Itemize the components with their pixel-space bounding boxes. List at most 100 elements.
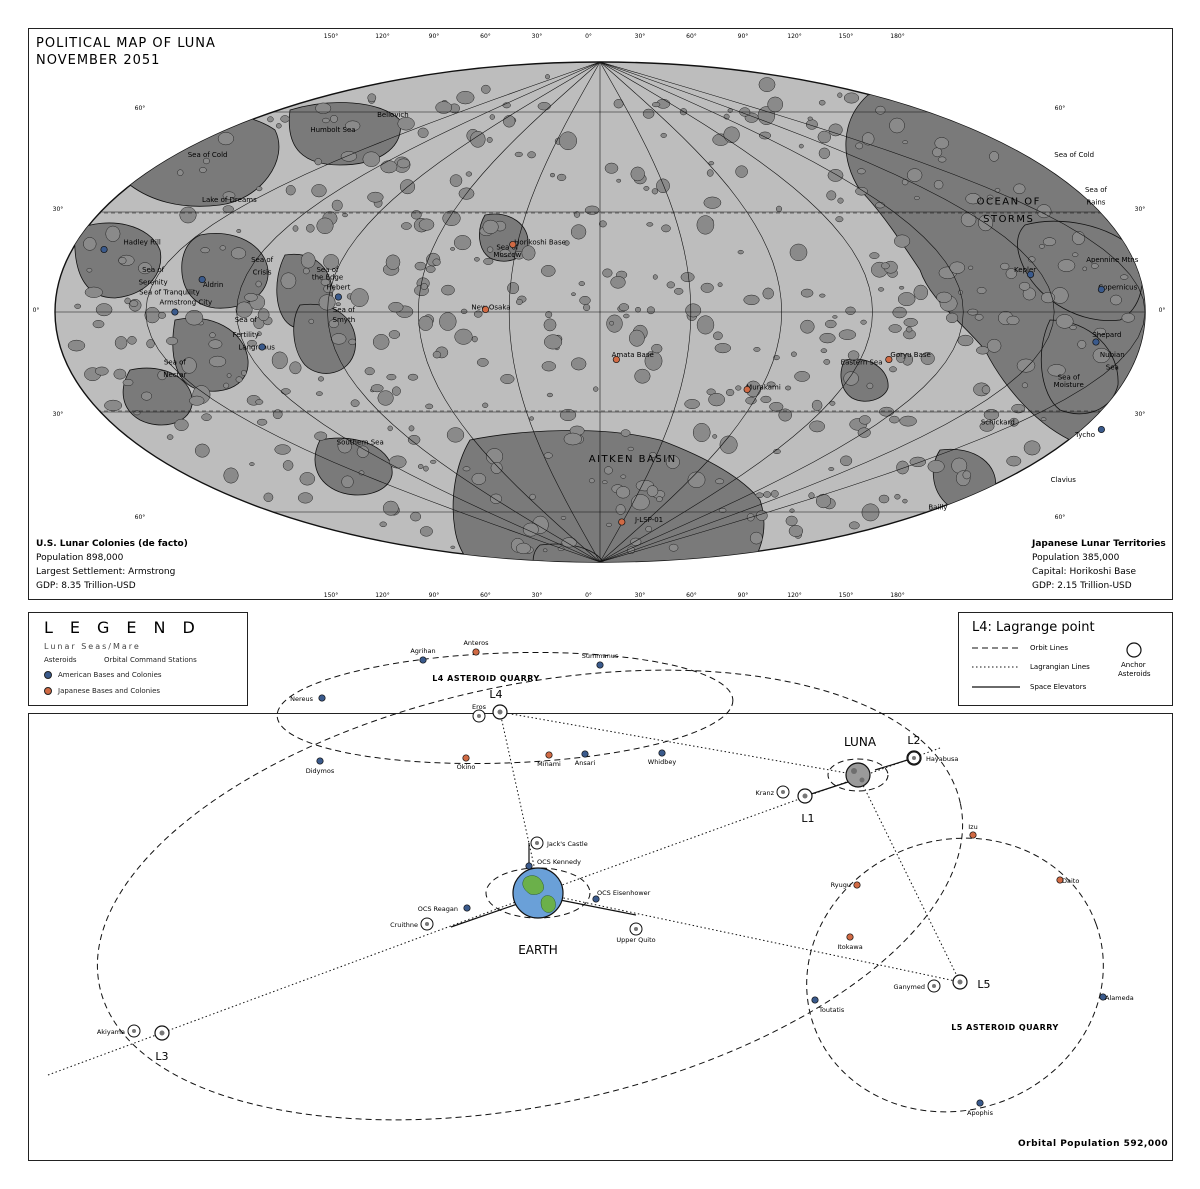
longitude-label-top: 150°: [324, 33, 338, 40]
crater: [616, 486, 631, 499]
crater: [859, 415, 871, 425]
latitude-label-left: 0°: [33, 307, 40, 314]
crater: [818, 147, 831, 159]
crater: [623, 313, 630, 319]
region-label: Sea of Tranquility: [139, 289, 200, 297]
crater: [656, 496, 663, 503]
crater: [706, 169, 714, 177]
crater: [660, 132, 667, 138]
crater: [222, 205, 234, 213]
crater: [789, 243, 808, 262]
crater: [979, 420, 995, 432]
crater: [483, 257, 494, 265]
jp-base-marker: [612, 355, 620, 364]
crater: [763, 491, 772, 498]
crater: [300, 252, 316, 269]
crater: [896, 352, 906, 363]
crater: [828, 467, 835, 471]
crater: [315, 102, 332, 114]
us-base-marker: [258, 343, 266, 351]
crater: [913, 195, 920, 201]
crater: [1057, 259, 1076, 272]
crater: [714, 343, 731, 354]
longitude-label-bottom: 30°: [635, 592, 646, 599]
crater: [609, 320, 614, 326]
crater: [857, 168, 866, 175]
crater: [696, 315, 715, 335]
crater: [282, 460, 294, 471]
crater: [322, 117, 330, 124]
asteroid-label: Daito: [1062, 877, 1079, 885]
region-label: Shepard: [1092, 331, 1121, 339]
crater: [987, 338, 1002, 353]
crater: [356, 445, 370, 458]
crater: [708, 392, 725, 407]
crater: [323, 254, 340, 270]
crater: [529, 416, 534, 421]
crater: [541, 265, 556, 277]
crater: [430, 459, 437, 464]
region-label: the Edge: [312, 274, 343, 282]
asteroid-label: Itokawa: [837, 943, 862, 951]
crater: [179, 206, 197, 224]
crater: [223, 382, 230, 389]
asteroid-label: Hayabusa: [926, 755, 958, 763]
orbital-population: Orbital Population 592,000: [1018, 1139, 1169, 1149]
lagrange-legend-title: L4: Lagrange point: [972, 620, 1095, 635]
crater: [837, 92, 843, 98]
crater: [976, 287, 987, 294]
crater: [330, 333, 347, 345]
crater: [474, 257, 480, 262]
crater: [696, 215, 715, 235]
longitude-label-top: 90°: [429, 33, 440, 40]
crater: [661, 224, 671, 233]
crater: [845, 306, 856, 315]
anchor-asteroid-core: [932, 984, 936, 988]
crater: [74, 303, 82, 309]
crater: [913, 284, 929, 301]
region-label: Amata Base: [612, 351, 654, 359]
crater: [280, 272, 297, 289]
latitude-label-right: 60°: [1055, 105, 1066, 112]
asteroid-label: Cruithne: [390, 921, 418, 929]
crater: [1110, 294, 1122, 306]
legend-japanese: Japanese Bases and Colonies: [58, 687, 161, 695]
crater: [837, 197, 844, 204]
crater: [1013, 183, 1026, 195]
crater: [1036, 204, 1052, 219]
crater: [1082, 266, 1087, 272]
earth-continent: [540, 895, 556, 913]
asteroid-marker: [969, 831, 977, 839]
crater: [330, 114, 338, 123]
crater: [515, 542, 531, 555]
crater: [550, 172, 555, 178]
crater: [666, 281, 675, 289]
mare-region: [288, 102, 401, 166]
asteroid-label: OCS Kennedy: [537, 858, 581, 866]
luna-icon: [845, 762, 871, 788]
crater: [280, 115, 290, 123]
map-subtitle: NOVEMBER 2051: [36, 53, 161, 68]
asteroid-marker: [581, 750, 589, 758]
crater: [122, 378, 134, 387]
crater: [753, 347, 761, 352]
lagrangian-line-l5-earth: [539, 892, 961, 983]
crater: [770, 490, 779, 498]
crater: [651, 102, 661, 108]
crater: [798, 143, 804, 149]
crater: [934, 137, 949, 150]
crater: [391, 386, 401, 396]
crater: [610, 276, 626, 289]
us-stats-gdp: GDP: 8.35 Trillion-USD: [36, 581, 136, 591]
region-label: Horikoshi Base: [514, 239, 566, 247]
crater: [826, 190, 837, 201]
crater: [410, 210, 422, 220]
crater: [471, 472, 487, 485]
crater: [823, 359, 831, 365]
crater: [570, 224, 587, 240]
crater: [208, 339, 223, 349]
crater: [423, 465, 429, 472]
longitude-label-bottom: 150°: [324, 592, 338, 599]
mare-region: [840, 358, 889, 402]
crater: [345, 120, 361, 132]
